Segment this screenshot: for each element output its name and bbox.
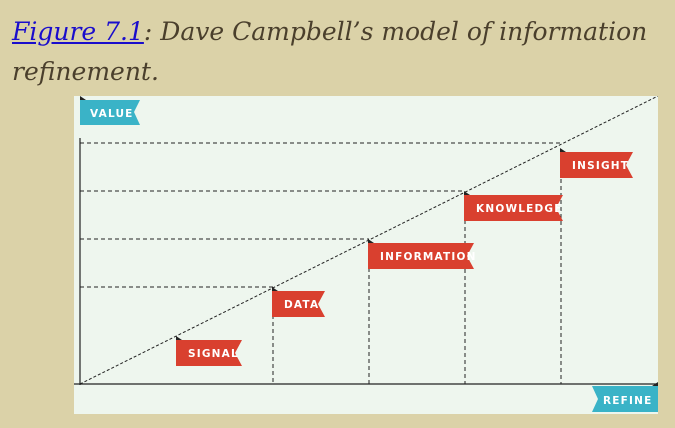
value-axis-label: VALUE [90,108,134,120]
stage-flag-information: INFORMATION [368,239,477,269]
vertical-guides [272,179,562,384]
figure-caption: Figure 7.1: Dave Campbell’s model of inf… [12,12,662,92]
caption-text: : Dave Campbell’s model of information r… [12,17,648,86]
stage-label-data: DATA [284,299,319,311]
figure-link[interactable]: Figure 7.1 [12,17,144,46]
stage-label-information: INFORMATION [380,251,477,263]
stage-label-insight: INSIGHT [572,160,629,172]
refine-axis-label: REFINE [603,395,653,407]
stage-label-knowledge: KNOWLEDGE [476,203,563,215]
stage-flag-insight: INSIGHT [560,148,633,178]
refine-axis-flag: REFINE [592,382,658,412]
stage-flag-signal: SIGNAL [176,336,242,366]
horizontal-guides [80,142,561,288]
diagram-panel: VALUE REFINE SIGNAL DATA INFORMATION [74,96,658,414]
stage-flag-knowledge: KNOWLEDGE [464,191,563,221]
stage-flag-data: DATA [272,287,325,317]
value-axis-flag: VALUE [80,96,140,125]
stage-label-signal: SIGNAL [188,348,239,360]
information-refinement-diagram: VALUE REFINE SIGNAL DATA INFORMATION [74,96,658,412]
